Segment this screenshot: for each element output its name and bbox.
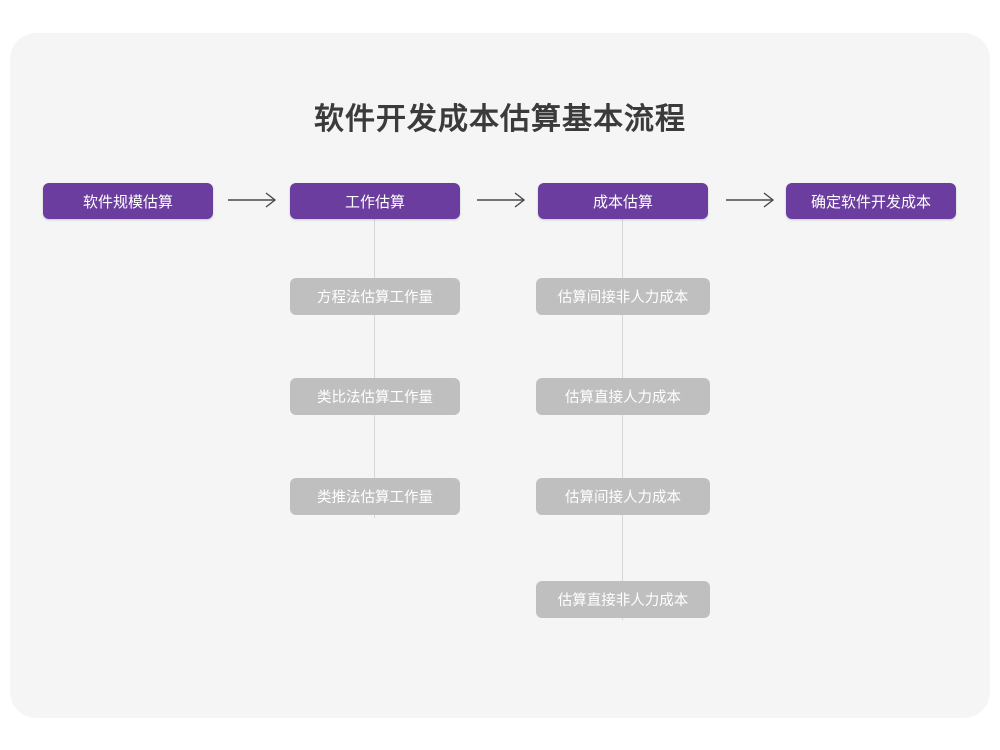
branch-node-equation-method-workload[interactable]: 方程法估算工作量 <box>290 278 460 315</box>
flow-node-cost-estimation[interactable]: 成本估算 <box>538 183 708 219</box>
arrow-step2-to-step3 <box>477 190 529 210</box>
diagram-card-background <box>10 33 990 718</box>
branch-node-direct-labor-cost[interactable]: 估算直接人力成本 <box>536 378 710 415</box>
flow-node-determine-development-cost[interactable]: 确定软件开发成本 <box>786 183 956 219</box>
branch-node-analogy-method-workload[interactable]: 类比法估算工作量 <box>290 378 460 415</box>
arrow-step3-to-step4 <box>726 190 778 210</box>
page-title: 软件开发成本估算基本流程 <box>314 103 686 136</box>
branch-node-indirect-non-labor-cost[interactable]: 估算间接非人力成本 <box>536 278 710 315</box>
connector-branch-work <box>374 218 375 518</box>
flow-node-work-estimation[interactable]: 工作估算 <box>290 183 460 219</box>
flow-node-software-size-estimation[interactable]: 软件规模估算 <box>43 183 213 219</box>
branch-node-indirect-labor-cost[interactable]: 估算间接人力成本 <box>536 478 710 515</box>
branch-node-inference-method-workload[interactable]: 类推法估算工作量 <box>290 478 460 515</box>
branch-node-direct-non-labor-cost[interactable]: 估算直接非人力成本 <box>536 581 710 618</box>
arrow-step1-to-step2 <box>228 190 280 210</box>
connector-branch-cost <box>622 218 623 620</box>
